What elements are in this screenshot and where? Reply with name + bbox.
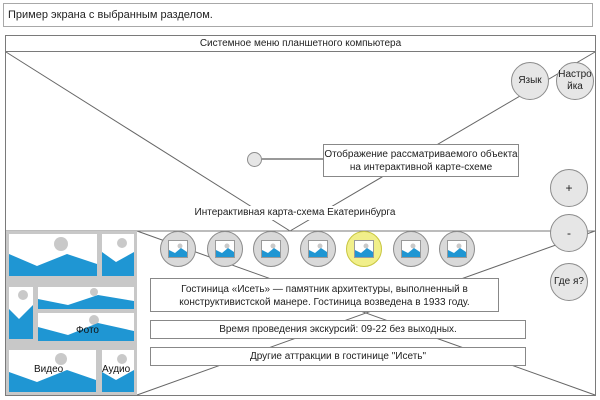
image-strip-item[interactable] xyxy=(300,231,336,267)
video-thumb[interactable]: Видео xyxy=(9,350,96,392)
audio-thumb[interactable]: Аудио xyxy=(102,350,134,392)
audio-label: Аудио xyxy=(102,364,131,375)
image-placeholder-icon xyxy=(215,240,235,258)
image-strip-item[interactable] xyxy=(160,231,196,267)
where-am-i-label: Где я? xyxy=(554,276,584,287)
media-gallery: Фото Видео Аудио xyxy=(6,231,137,395)
gallery-thumb[interactable] xyxy=(9,234,97,276)
map-title: Интерактивная карта-схема Екатеринбурга xyxy=(175,206,415,220)
image-placeholder-icon xyxy=(9,353,96,392)
image-strip-item[interactable] xyxy=(393,231,429,267)
screen-caption: Пример экрана с выбранным разделом. xyxy=(3,3,593,27)
zoom-in-button[interactable]: + xyxy=(550,169,588,207)
language-button[interactable]: Язык xyxy=(511,62,549,100)
image-placeholder-icon xyxy=(447,240,467,258)
image-placeholder-icon xyxy=(102,238,134,276)
excursion-hours: Время проведения экскурсий: 09-22 без вы… xyxy=(150,320,526,339)
map-object-label: Отображение рассматриваемого объекта на … xyxy=(323,144,519,177)
where-am-i-button[interactable]: Где я? xyxy=(550,263,588,301)
settings-button-label: Настро йка xyxy=(558,69,592,92)
image-placeholder-icon xyxy=(9,290,33,339)
object-description: Гостиница «Исеть» — памятник архитектуры… xyxy=(150,278,499,312)
settings-button[interactable]: Настро йка xyxy=(556,62,594,100)
system-menu-bar: Системное меню планшетного компьютера xyxy=(6,36,595,52)
image-placeholder-icon xyxy=(9,237,97,276)
image-placeholder-icon xyxy=(38,288,134,309)
image-placeholder-icon xyxy=(102,354,134,392)
gallery-thumb[interactable] xyxy=(38,287,134,309)
photo-thumb[interactable]: Фото xyxy=(38,313,134,341)
gallery-thumb[interactable] xyxy=(9,287,33,339)
image-strip-item[interactable] xyxy=(207,231,243,267)
image-placeholder-icon xyxy=(308,240,328,258)
zoom-out-button[interactable]: - xyxy=(550,214,588,252)
zoom-in-label: + xyxy=(565,181,573,195)
zoom-out-label: - xyxy=(567,226,571,240)
image-placeholder-icon xyxy=(354,240,374,258)
image-strip-item[interactable] xyxy=(439,231,475,267)
other-attractions-link[interactable]: Другие аттракции в гостинице "Исеть" xyxy=(150,347,526,366)
image-placeholder-icon xyxy=(38,315,134,341)
image-strip-item-selected[interactable] xyxy=(346,231,382,267)
gallery-thumb[interactable] xyxy=(102,234,134,276)
photo-label: Фото xyxy=(76,325,99,336)
image-placeholder-icon xyxy=(261,240,281,258)
map-object-marker[interactable] xyxy=(247,152,262,167)
language-button-label: Язык xyxy=(518,75,542,86)
image-placeholder-icon xyxy=(168,240,188,258)
image-placeholder-icon xyxy=(401,240,421,258)
video-label: Видео xyxy=(34,364,64,375)
image-strip-item[interactable] xyxy=(253,231,289,267)
